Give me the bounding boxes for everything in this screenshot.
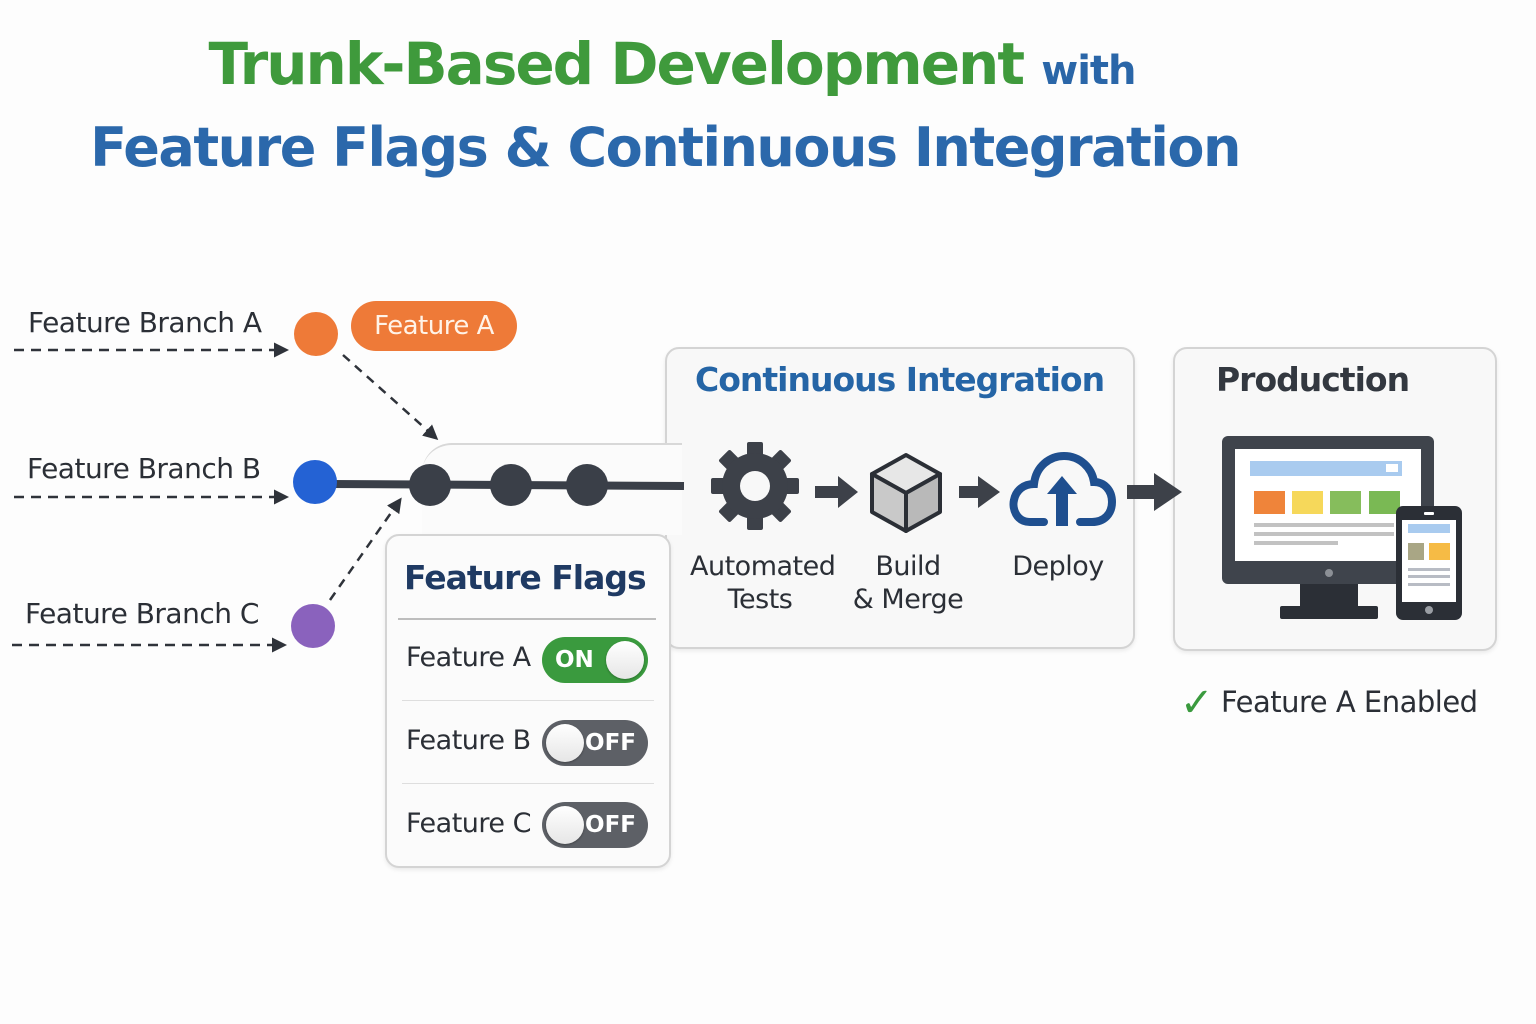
branch-label-a: Feature Branch A — [28, 306, 262, 339]
flag-label-b: Feature B — [406, 725, 531, 756]
toggle-state: OFF — [585, 730, 636, 756]
trunk-commit — [566, 464, 608, 506]
production-title: Production — [1216, 360, 1410, 399]
branch-label-c: Feature Branch C — [25, 597, 259, 630]
step-deploy: Deploy — [1000, 550, 1116, 583]
status-text: Feature A Enabled — [1221, 685, 1478, 719]
step-build-merge: Build & Merge — [846, 550, 970, 616]
devices-icon — [1222, 436, 1462, 620]
toggle-feature-c[interactable]: OFF — [542, 802, 648, 848]
divider — [398, 618, 656, 620]
feature-tag: Feature A — [351, 301, 517, 351]
flag-label-c: Feature C — [406, 808, 531, 839]
step-label-line1: Build — [875, 551, 941, 582]
branch-c-dot — [291, 604, 335, 648]
trunk-commit — [490, 464, 532, 506]
flag-label-a: Feature A — [406, 642, 531, 673]
step-label-line1: Automated — [690, 551, 836, 582]
step-arrow-icon — [815, 476, 858, 508]
title-with: with — [1041, 48, 1136, 94]
cloud-upload-icon — [1009, 451, 1117, 526]
toggle-state: OFF — [585, 812, 636, 838]
toggle-feature-a[interactable]: ON — [542, 637, 648, 683]
divider — [402, 783, 654, 784]
check-icon: ✓ — [1180, 680, 1214, 726]
status-message: ✓Feature A Enabled — [1180, 680, 1478, 726]
step-label-line2: & Merge — [852, 584, 964, 615]
step-arrow-icon — [959, 476, 1000, 508]
diagram-title-line2: Feature Flags & Continuous Integration — [90, 116, 1241, 179]
step-arrow-icon — [1127, 473, 1182, 511]
toggle-feature-b[interactable]: OFF — [542, 720, 648, 766]
step-label-line1: Deploy — [1012, 551, 1104, 582]
merge-a-arrow — [342, 354, 439, 440]
toggle-state: ON — [555, 647, 594, 673]
branch-b-dot — [293, 460, 337, 504]
diagram-title-line1: Trunk-Based Development with — [0, 30, 1344, 98]
step-automated-tests: Automated Tests — [690, 550, 836, 616]
branch-a-dot — [294, 312, 338, 356]
cube-icon — [870, 453, 942, 533]
toggle-knob — [546, 806, 584, 844]
divider — [402, 700, 654, 701]
merge-c-arrow — [328, 497, 402, 601]
title-main: Trunk-Based Development — [208, 30, 1025, 98]
step-label-line2: Tests — [727, 584, 793, 615]
gear-icon — [711, 442, 799, 530]
feature-flags-title: Feature Flags — [404, 558, 647, 597]
ci-title: Continuous Integration — [695, 360, 1105, 399]
toggle-knob — [606, 641, 644, 679]
branch-label-b: Feature Branch B — [27, 452, 261, 485]
toggle-knob — [546, 724, 584, 762]
trunk-commit — [409, 464, 451, 506]
